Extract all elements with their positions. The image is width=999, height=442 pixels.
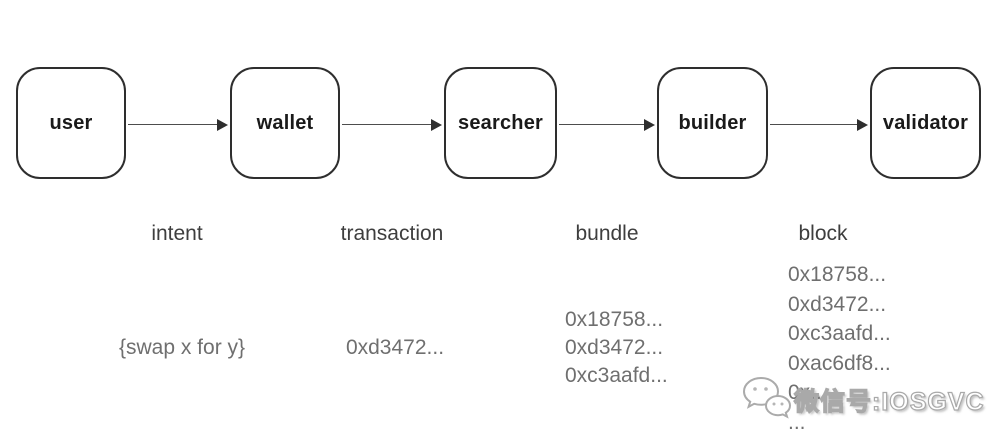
node-validator: validator bbox=[870, 67, 981, 179]
arrow-builder-to-validator bbox=[770, 118, 868, 131]
arrow-shaft bbox=[559, 123, 646, 125]
node-wallet: wallet bbox=[230, 67, 340, 179]
arrow-head-icon bbox=[644, 118, 655, 131]
node-searcher: searcher bbox=[444, 67, 557, 179]
block-hash: 0x... bbox=[788, 381, 828, 404]
node-user-label: user bbox=[49, 111, 93, 134]
arrow-shaft bbox=[128, 123, 219, 125]
arrow-wallet-to-searcher bbox=[342, 118, 442, 131]
node-builder: builder bbox=[657, 67, 768, 179]
block-hash: 0xd3472... bbox=[788, 292, 887, 316]
example-transaction: 0xd3472... bbox=[345, 336, 445, 359]
arrow-head-icon bbox=[857, 118, 868, 131]
arrow-head-icon bbox=[217, 118, 228, 131]
block-hash: 0x18758... bbox=[788, 263, 887, 286]
stage-label-block: block bbox=[798, 222, 848, 245]
stage-label-bundle: bundle bbox=[575, 222, 639, 245]
block-hash: 0xc3aafd... bbox=[788, 322, 891, 345]
stage-label-transaction: transaction bbox=[340, 222, 444, 245]
arrow-shaft bbox=[342, 123, 433, 125]
watermark: 微信号:IOSGVC bbox=[740, 374, 985, 425]
arrow-shaft bbox=[770, 123, 859, 125]
arrow-searcher-to-builder bbox=[559, 118, 655, 131]
stage-label-intent: intent bbox=[151, 222, 203, 245]
bundle-hash: 0x18758... bbox=[565, 308, 664, 331]
arrow-user-to-wallet bbox=[128, 118, 228, 131]
example-intent: {swap x for y} bbox=[118, 336, 246, 359]
block-hash: 0xac6df8... bbox=[788, 351, 891, 375]
node-builder-label: builder bbox=[678, 111, 747, 134]
block-hash-ellipsis: ... bbox=[788, 410, 806, 434]
arrow-head-icon bbox=[431, 118, 442, 131]
node-user: user bbox=[16, 67, 126, 179]
wechat-icon bbox=[740, 374, 792, 425]
bundle-hash: 0xd3472... bbox=[565, 336, 664, 359]
node-wallet-label: wallet bbox=[256, 111, 314, 134]
watermark-text: 微信号:IOSGVC bbox=[793, 387, 985, 416]
node-searcher-label: searcher bbox=[458, 111, 543, 134]
node-validator-label: validator bbox=[882, 111, 969, 134]
example-block-list: 0x18758... 0xd3472... 0xc3aafd... 0xac6d… bbox=[788, 260, 891, 437]
bundle-hash: 0xc3aafd... bbox=[565, 364, 668, 387]
example-bundle-list: 0x18758... 0xd3472... 0xc3aafd... bbox=[565, 306, 668, 390]
